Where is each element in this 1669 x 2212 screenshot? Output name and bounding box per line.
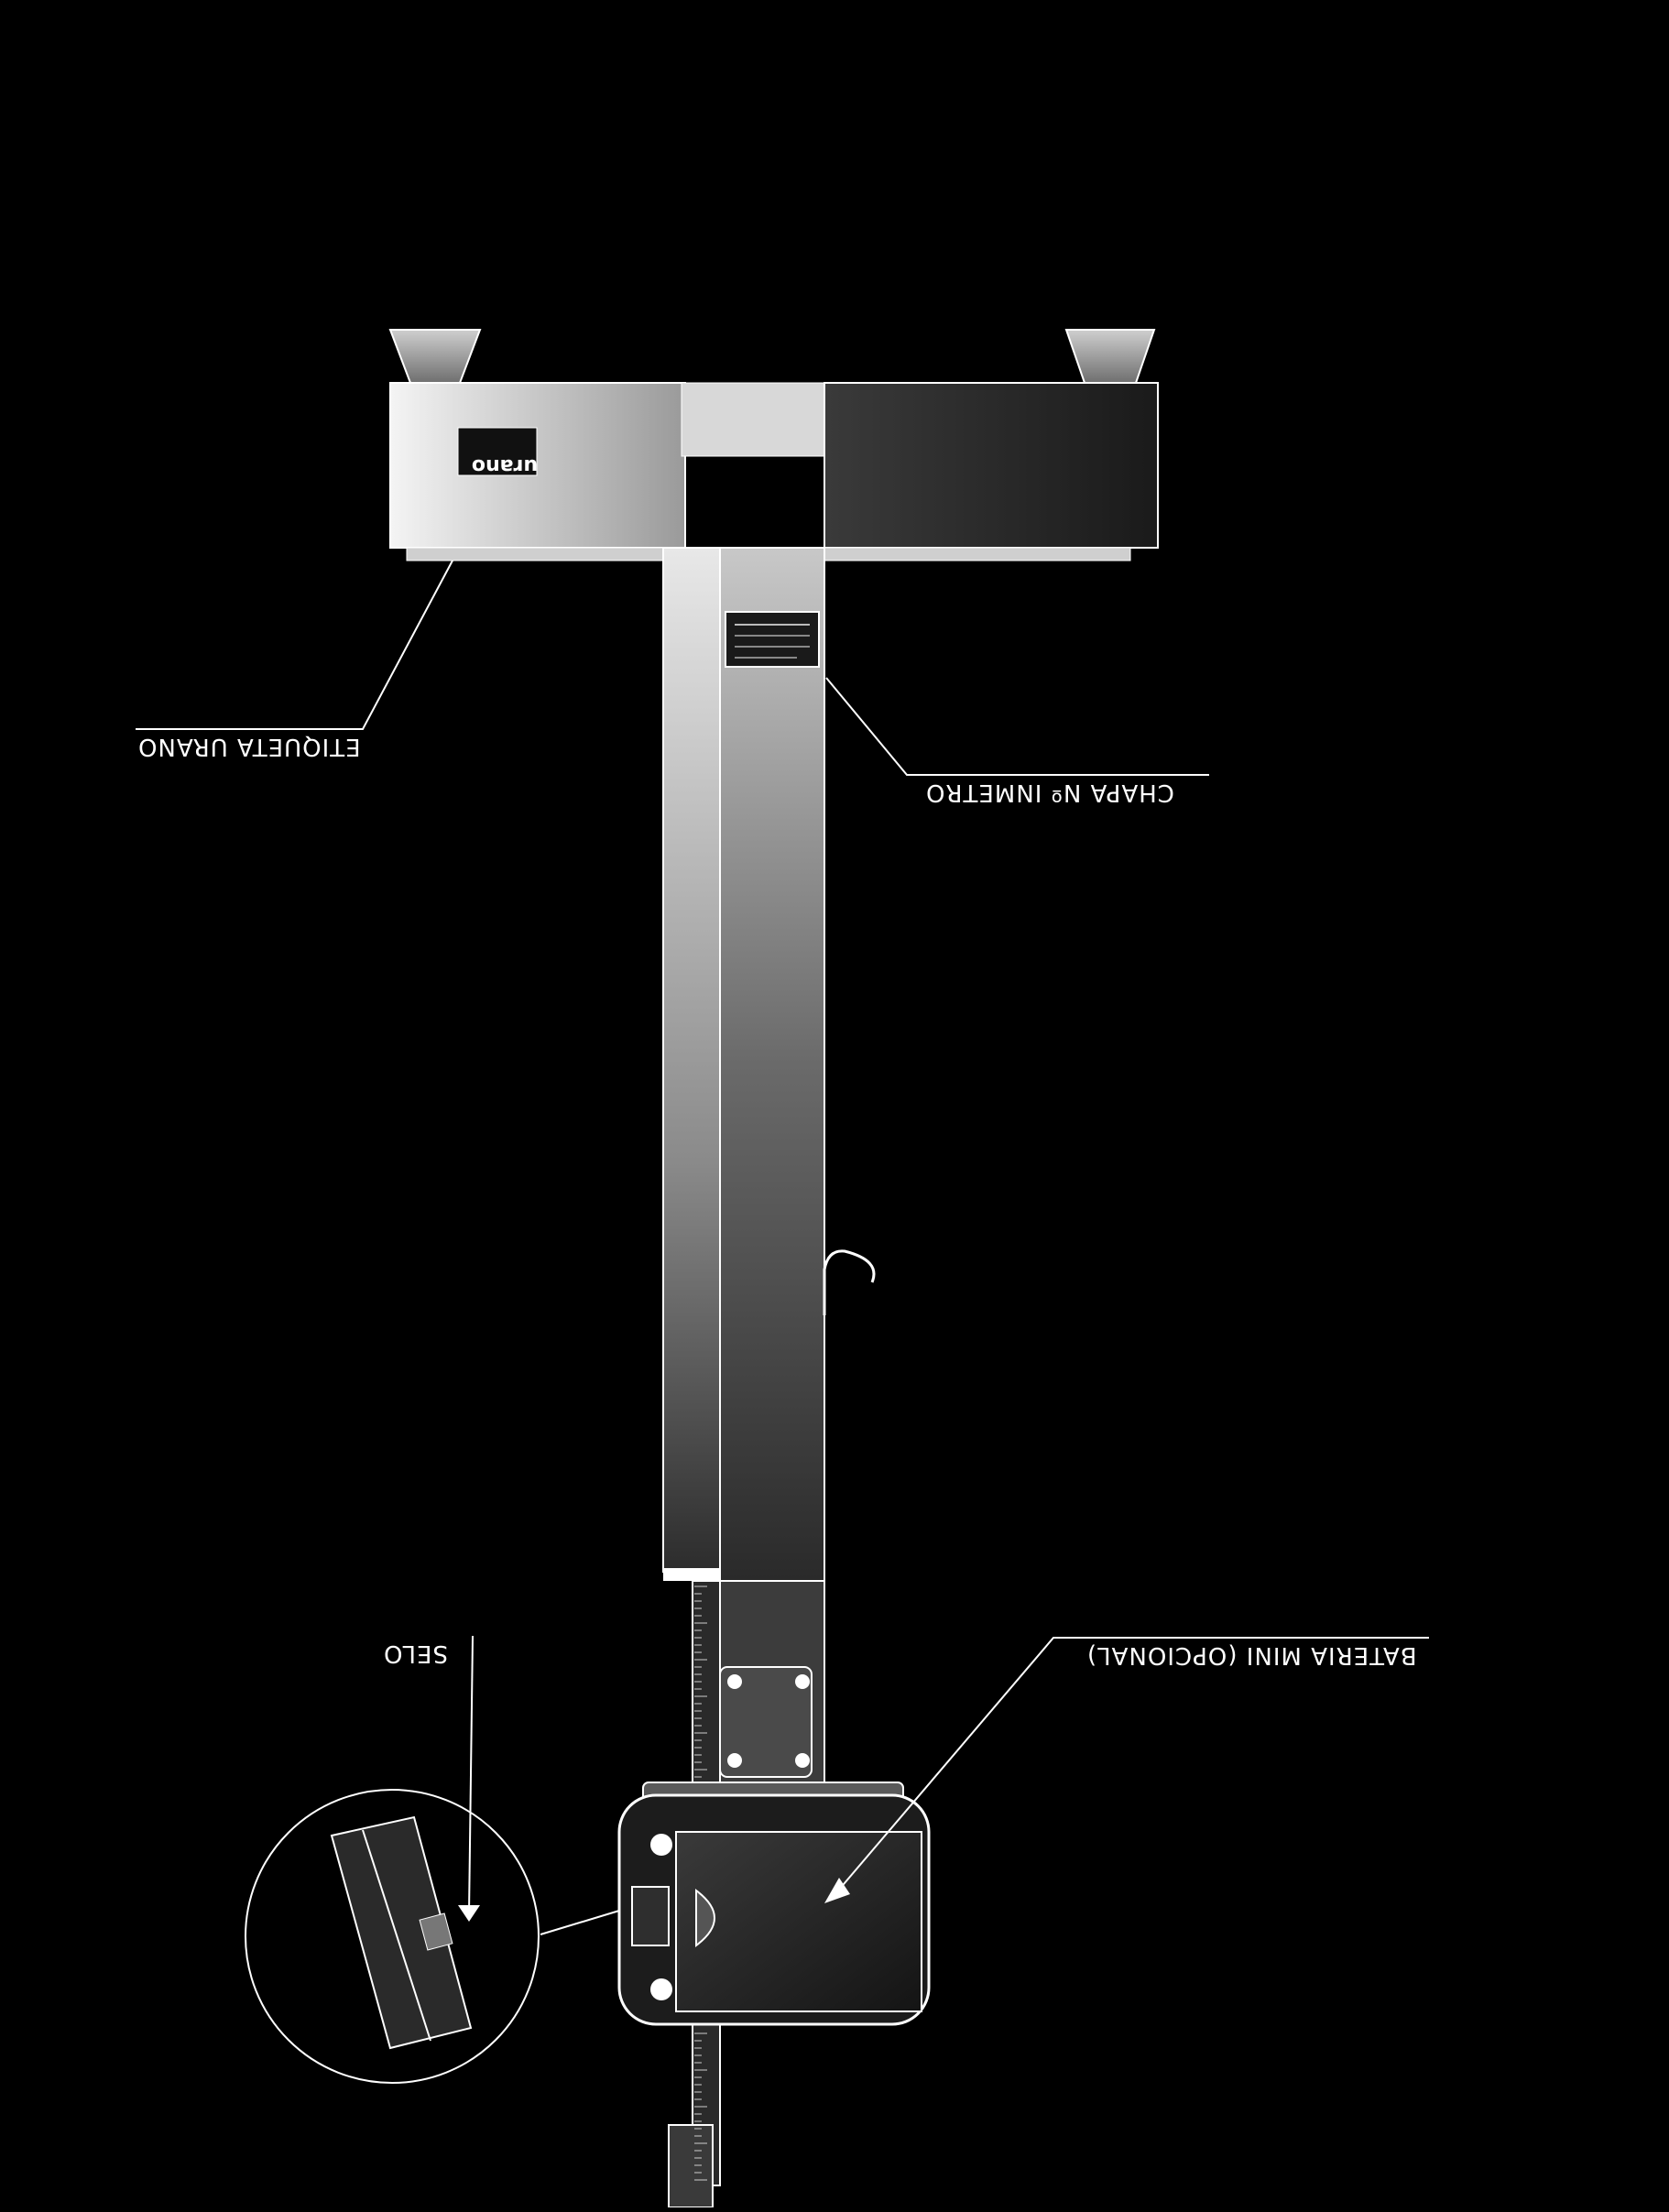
label-bateria-mini: BATERIA MINI (OPCIONAL) xyxy=(1086,1641,1417,1669)
foot-left xyxy=(388,329,482,384)
urano-logo xyxy=(457,427,538,476)
inmetro-plate xyxy=(725,611,820,668)
label-selo: SELO xyxy=(383,1640,448,1667)
leader-arrows xyxy=(458,1878,850,1922)
leader-lines xyxy=(136,560,1429,1915)
top-bar xyxy=(389,382,1159,561)
label-etiqueta-urano: ETIQUETA URANO xyxy=(137,733,361,760)
rod-ticks xyxy=(694,1585,707,2181)
seal-detail xyxy=(245,1789,620,2084)
hook xyxy=(823,1249,876,1315)
urano-logo-text: urano xyxy=(472,454,538,477)
label-chapa-inmetro: CHAPA Nº INMETRO xyxy=(925,779,1174,806)
indicator-housing xyxy=(617,1782,931,2026)
foot-right xyxy=(1064,329,1156,384)
column xyxy=(662,547,825,1582)
